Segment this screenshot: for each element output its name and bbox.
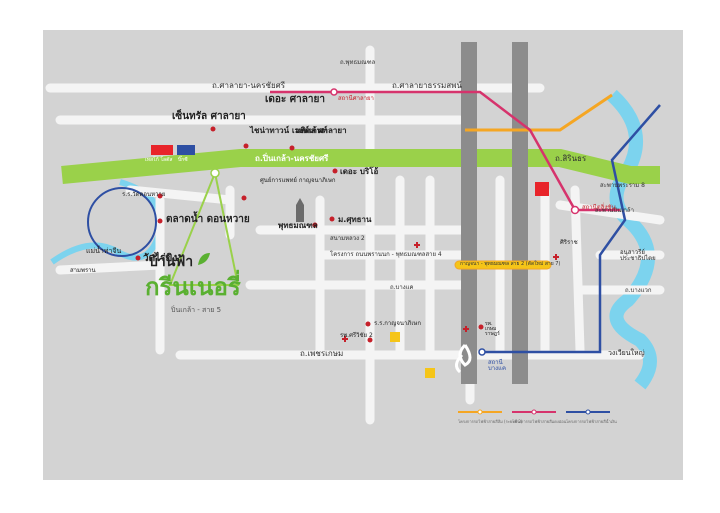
blue-line <box>480 104 661 354</box>
legend-pink-station <box>531 409 537 415</box>
label-kanchanaphisek-school: ร.ร.กาญจนาภิเษก <box>374 320 421 327</box>
legend-blue-text: โครงการรถไฟฟ้าสายสีน้ำเงิน <box>566 419 617 424</box>
label-tha-chin: แม่น้ำท่าจีน <box>86 247 122 255</box>
label-project-road: โครงการ ถนนพรานนก - พุทธมณฑลสาย 4 <box>330 251 442 258</box>
label-siriraj: ศิริราช <box>560 239 578 246</box>
store-tag-1 <box>390 332 400 342</box>
logo-brand-main: กรีนเนอรี่ <box>145 273 241 301</box>
label-mahidol-salaya: มหิดล ศาลายา <box>295 126 347 135</box>
label-pinklao-nakhonchaisri: ถ.ปิ่นเกล้า-นครชัยศรี <box>255 154 329 163</box>
label-taling-chan-station: สถานีตลิ่งชัน <box>582 204 616 211</box>
label-siriwat: รพ.ศรีวิชัย 2 <box>340 332 373 339</box>
dot-central <box>210 126 216 132</box>
label-sanam-chai: อนุสาวรีย์ ประชาธิปไตย <box>620 249 656 262</box>
dot-kasem <box>329 216 335 222</box>
label-don-wai-market: ตลาดน้ำ ดอนหวาย <box>166 214 250 225</box>
label-road-notice: กาญจนา - พุทธมณฑล สาย 2 (ตัดใหม่ สาย 7) <box>460 261 561 267</box>
dot-kasemrad <box>478 324 484 330</box>
hospital-crosses <box>342 242 559 342</box>
road-sampran <box>55 260 165 275</box>
label-the-salaya: เดอะ ศาลายา <box>265 94 325 105</box>
pinklao-nakhonchaisri-highway <box>61 149 660 184</box>
label-kasemrad: รพ. เกษม ราษฎร์ <box>485 321 500 337</box>
big-c-tag <box>177 145 195 155</box>
legend-blue-station <box>585 409 591 415</box>
dot-the-circle <box>332 168 338 174</box>
label-bang-waek: ถ.บางแวก <box>625 287 652 294</box>
dot-don-wai-market <box>157 218 163 224</box>
dot-wat-rai-khing <box>135 255 141 261</box>
label-sampran: สามพราน <box>70 267 96 274</box>
label-salaya-nakhonchaisri: ถ.ศาลายา-นครชัยศรี <box>212 81 286 90</box>
store-tag-2 <box>425 368 435 378</box>
dot-kanchanaphisek-school <box>365 321 371 327</box>
dot-the-panorama <box>243 143 249 149</box>
legend-pink-text: โครงการรถไฟฟ้าสายสีแดงอ่อน <box>512 419 567 424</box>
label-wongwian-yai: วงเวียนใหญ่ <box>608 349 645 357</box>
label-rama8-bridge: สะพานพระราม 8 <box>600 182 645 189</box>
salaya-station-marker <box>330 88 338 96</box>
label-bang-khae: ถ.บางแค <box>390 284 414 291</box>
place-dots <box>135 126 484 343</box>
don-wai-circle <box>87 187 157 257</box>
label-big-c: บิ๊กซี <box>178 157 188 163</box>
logo-brand-top: บ้านฟ้า <box>149 254 194 270</box>
logo-brand-sub: ปิ่นเกล้า - สาย 5 <box>171 306 222 314</box>
future-park-tag <box>535 182 549 196</box>
tha-chin-river <box>50 179 164 265</box>
orange-line <box>465 93 613 132</box>
map-legend <box>458 409 610 415</box>
taling-chan-station-marker <box>570 205 580 215</box>
interchange-loops <box>455 343 472 374</box>
dot-phutthamonthon <box>312 222 318 228</box>
kanchanaphisek-expressway <box>461 42 477 384</box>
project-pointer <box>168 172 240 286</box>
dot-boonrawd <box>241 195 247 201</box>
store-tags <box>151 145 549 378</box>
label-sanam-luang: สนามหลวง 2 <box>330 235 365 242</box>
label-pinklao-bridge: สะพานปิ่นเกล้า <box>595 207 634 214</box>
leaf-icon <box>198 253 210 265</box>
ratchaphruek-expressway <box>512 42 528 384</box>
buddha-statue-icon <box>296 198 304 222</box>
legend-orange-text: โครงการรถไฟฟ้าสายสีส้ม (ระยะที่ 2) <box>458 419 523 424</box>
label-phutthamonthon: พุทธมณฑล <box>278 221 318 230</box>
label-phetkasem: ถ.เพชรเกษม <box>300 349 344 358</box>
label-salaya-station: สถานีศาลายา <box>338 95 374 102</box>
dot-mahidol <box>289 145 295 151</box>
label-tesco-lotus: เทสโก้ โลตัส <box>145 157 173 163</box>
bang-khae-station-marker <box>478 348 486 356</box>
road-network <box>45 45 665 425</box>
project-logo: บ้านฟ้า กรีนเนอรี่ ปิ่นเกล้า - สาย 5 <box>141 247 241 337</box>
label-central-salaya: เซ็นทรัล ศาลายา <box>172 111 246 122</box>
road-580 <box>570 185 585 355</box>
label-wat-don-wai: ร.ร.วัดดอนหวาย <box>122 191 166 198</box>
road-left <box>125 185 235 205</box>
label-phutthamonthon-top: ถ.พุทธมณฑล <box>340 59 376 66</box>
pink-line <box>270 90 620 212</box>
label-the-panorama: ไชน่าทาวน์ เวสต์เก้นท์ <box>250 126 328 135</box>
label-kasem: ม.ศุทธาน <box>338 215 372 224</box>
dot-wat-don-wai <box>157 193 163 199</box>
label-boonrawd: ศูนย์การแพทย์ กาญจนาภิเษก <box>260 177 336 184</box>
label-bang-khae-station: สถานี บางแค <box>488 359 506 372</box>
label-sirinthorn: ถ.สิรินธร <box>555 154 587 163</box>
label-wat-rai-khing: วัดไร่ขิง <box>143 253 178 264</box>
tesco-lotus-tag <box>151 145 173 155</box>
road-notice-bar <box>454 260 552 270</box>
legend-orange-station <box>477 409 483 415</box>
label-salaya-thammasop: ถ.ศาลายาธรรมสพน์ <box>392 81 462 90</box>
project-location-marker <box>210 168 220 178</box>
label-the-circle: เดอะ บริโอ้ <box>340 167 379 176</box>
dot-siriwat <box>367 337 373 343</box>
